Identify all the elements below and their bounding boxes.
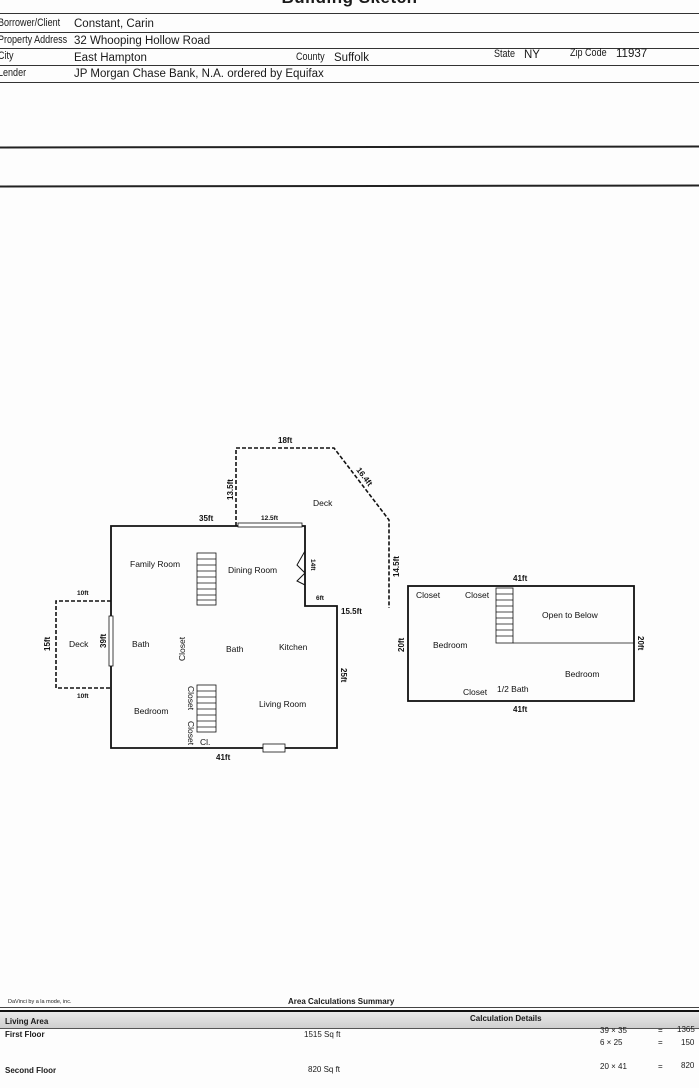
borrower-label: Borrower/Client xyxy=(0,17,61,29)
stairs-second xyxy=(495,587,514,644)
first-floor-calc-2-eq: = xyxy=(658,1038,663,1047)
second-floor-name: Second Floor xyxy=(5,1066,57,1075)
dim-6ft: 6ft xyxy=(316,595,325,602)
left-deck-outline xyxy=(55,600,111,689)
room-dining: Dining Room xyxy=(228,565,277,575)
software-brand: DaVinci by a la mode, inc. xyxy=(8,999,72,1005)
county-value: Suffolk xyxy=(334,52,369,64)
first-floor-calc-1-expr: 39 × 35 xyxy=(600,1026,627,1035)
room-family: Family Room xyxy=(130,559,180,569)
county-label: County xyxy=(296,51,325,63)
summary-title: Area Calculations Summary xyxy=(288,997,395,1006)
dim2-20ft-left: 20ft xyxy=(397,637,406,652)
deck-top-label: Deck xyxy=(313,498,333,508)
room-living: Living Room xyxy=(259,699,306,709)
dim-35ft: 35ft xyxy=(199,514,214,523)
room-closet-2: Closet xyxy=(186,686,196,711)
deck-left-label: Deck xyxy=(69,639,89,649)
room2-open: Open to Below xyxy=(542,610,599,620)
dim-14ft: 14ft xyxy=(309,559,316,571)
room2-closet-2: Closet xyxy=(465,590,490,600)
dim-16-4ft: 16.4ft xyxy=(354,466,374,488)
address-value: 32 Whooping Hollow Road xyxy=(74,35,211,47)
zip-value: 11937 xyxy=(616,48,648,60)
room-kitchen: Kitchen xyxy=(279,642,308,652)
stairs-upper xyxy=(196,552,217,606)
first-floor-calc-2-expr: 6 × 25 xyxy=(600,1038,623,1047)
second-floor-calc-1-eq: = xyxy=(658,1062,663,1071)
room2-closet-3: Closet xyxy=(463,687,488,697)
page-title: Building Sketch xyxy=(0,0,699,8)
dim-deck-10ft-bottom: 10ft xyxy=(77,693,89,700)
address-label: Property Address xyxy=(0,34,68,46)
room2-closet-1: Closet xyxy=(416,590,441,600)
dim-18ft: 18ft xyxy=(278,436,293,445)
dim-41ft: 41ft xyxy=(216,753,231,762)
room-closet-1: Closet xyxy=(177,636,187,661)
dim-25ft: 25ft xyxy=(339,668,348,683)
first-floor-calc-2-result: 150 xyxy=(681,1038,695,1047)
living-area-label: Living Area xyxy=(5,1017,49,1026)
borrower-value: Constant, Carin xyxy=(74,18,154,30)
first-floor-calc-1-result: 1365 xyxy=(677,1025,695,1034)
dim-15ft: 15ft xyxy=(43,636,52,651)
room-bath-1: Bath xyxy=(132,639,150,649)
first-floor-outline xyxy=(110,525,338,749)
room2-bedroom-2: Bedroom xyxy=(565,669,600,679)
city-value: East Hampton xyxy=(74,52,147,64)
state-value: NY xyxy=(524,49,540,61)
dim2-41ft-bottom: 41ft xyxy=(513,705,528,714)
lender-value: JP Morgan Chase Bank, N.A. ordered by Eq… xyxy=(74,68,324,80)
first-floor-calc-1-eq: = xyxy=(658,1026,663,1035)
second-floor-outline xyxy=(407,585,635,702)
dim-39ft: 39ft xyxy=(99,633,108,648)
calc-details-label: Calculation Details xyxy=(470,1014,542,1023)
second-floor-area: 820 Sq ft xyxy=(308,1065,341,1074)
zip-label: Zip Code xyxy=(570,47,607,59)
lender-label: Lender xyxy=(0,67,27,79)
stairs-lower xyxy=(196,684,217,733)
room2-half-bath: 1/2 Bath xyxy=(497,684,529,694)
second-floor-calc-1-expr: 20 × 41 xyxy=(600,1062,627,1071)
dim2-41ft-top: 41ft xyxy=(513,574,528,583)
top-deck-outline xyxy=(235,447,390,608)
dim-12-5ft: 12.5ft xyxy=(261,515,279,522)
second-floor-calc-1-result: 820 xyxy=(681,1061,695,1070)
dim-15-5ft: 15.5ft xyxy=(341,607,362,616)
room-bath-2: Bath xyxy=(226,644,244,654)
state-label: State xyxy=(494,48,516,60)
summary-header-bar xyxy=(0,1010,699,1028)
dim-14-5ft: 14.5ft xyxy=(392,556,401,577)
room2-bedroom-1: Bedroom xyxy=(433,640,468,650)
room-bedroom: Bedroom xyxy=(134,706,169,716)
first-floor-area: 1515 Sq ft xyxy=(304,1030,341,1039)
first-floor-name: First Floor xyxy=(5,1030,45,1039)
dim-deck-10ft-top: 10ft xyxy=(77,590,89,597)
room-cl: Cl. xyxy=(200,737,210,747)
city-label: City xyxy=(0,50,14,62)
dim2-20ft-right: 20ft xyxy=(636,636,645,651)
room-closet-3: Closet xyxy=(186,721,196,746)
dim-13-5ft: 13.5ft xyxy=(226,479,235,500)
